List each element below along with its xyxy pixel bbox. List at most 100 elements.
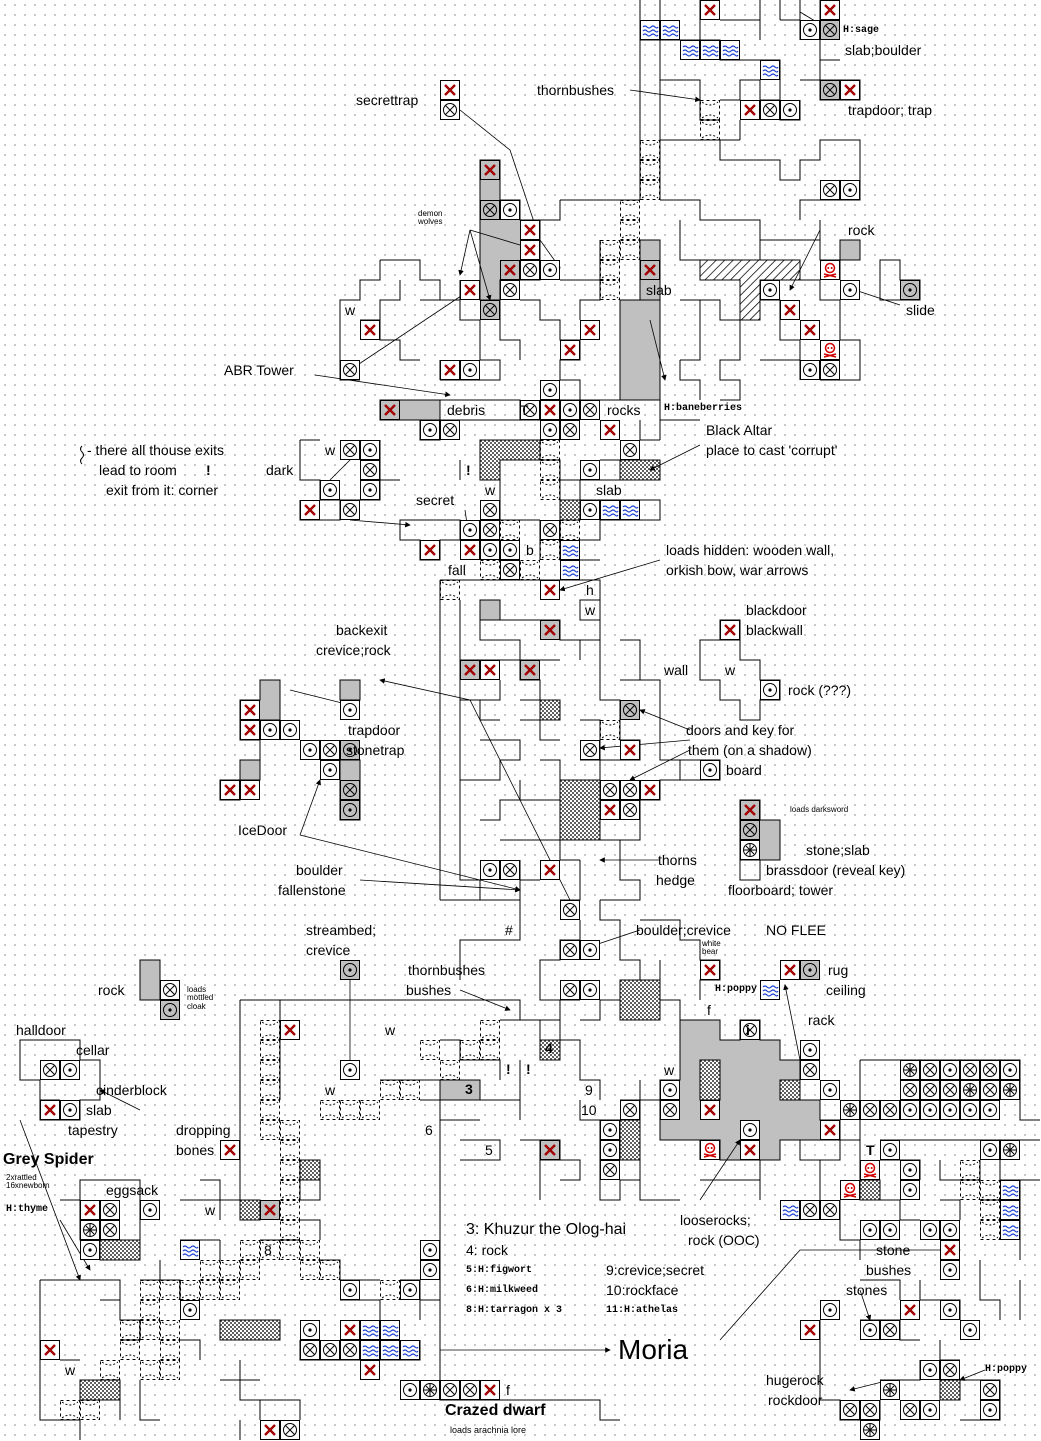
label-rock-top: rock <box>848 222 875 238</box>
label-boulder-crevice: boulder;crevice <box>636 922 731 938</box>
label-w7: w <box>325 1082 336 1098</box>
exclamation-icon: ! ! ! ! <box>206 462 531 1077</box>
label-f-1: f <box>707 1002 711 1018</box>
label-thyme: H:thyme <box>6 1204 49 1215</box>
label-bushes: bushes <box>406 982 452 998</box>
label-sage: H:sage <box>843 25 880 36</box>
label-loads-hidden-2: orkish bow, war arrows <box>666 562 809 578</box>
label-room-8: 8 <box>264 1242 272 1258</box>
label-i-mark: i <box>746 1022 750 1038</box>
label-floorboard: floorboard; tower <box>728 882 834 898</box>
label-thornbushes-mid: thornbushes <box>408 962 486 978</box>
label-ceiling: ceiling <box>826 982 866 998</box>
svg-text:!: ! <box>466 462 471 478</box>
label-room-4: 4 <box>545 1040 553 1056</box>
label-icedoor: IceDoor <box>238 822 288 838</box>
label-stonetrap: stonetrap <box>346 742 405 758</box>
label-grey-spider: Grey Spider <box>3 1151 94 1168</box>
label-w2: w <box>325 442 336 458</box>
legend-item-8: 8:H:tarragon x 3 <box>466 1305 563 1316</box>
label-slab-altar: slab <box>596 482 622 498</box>
label-w1: w <box>345 302 356 318</box>
label-crevice-rock: crevice;rock <box>316 642 391 658</box>
label-w9: w <box>205 1202 216 1218</box>
wave-bracket-icon <box>80 445 84 465</box>
label-crazed-dwarf: Crazed dwarf <box>445 1402 546 1419</box>
map-title: Moria <box>618 1334 689 1365</box>
label-rocks: rocks <box>607 402 641 418</box>
label-bushes-right: bushes <box>866 1262 912 1278</box>
label-arachnia-lore: loads arachnia lore <box>450 1425 527 1435</box>
legend-item-3: 3: Khuzur the Olog-hai <box>466 1221 627 1238</box>
label-no-flee: NO FLEE <box>766 922 826 938</box>
svg-text:!: ! <box>506 1061 511 1077</box>
label-baneberries: H:baneberries <box>664 403 743 414</box>
label-exits-note-2: lead to room <box>99 462 177 478</box>
label-black-altar: Black Altar <box>706 422 773 438</box>
label-slab-mid: slab <box>646 282 672 298</box>
label-doors-key-1: doors and key for <box>686 722 795 738</box>
label-backexit: backexit <box>336 622 388 638</box>
label-slide: slide <box>906 302 935 318</box>
label-secrettrap: secrettrap <box>356 92 419 108</box>
label-b-mark: b <box>526 542 534 558</box>
label-w4: w <box>585 602 596 618</box>
label-doors-key-2: them (on a shadow) <box>688 742 812 758</box>
label-room-6: 6 <box>425 1122 433 1138</box>
label-w3: w <box>485 482 496 498</box>
label-wall: wall <box>664 662 689 678</box>
legend-item-10: 10:rockface <box>606 1282 679 1298</box>
label-dark: dark <box>266 462 294 478</box>
label-loads-darksword: loads darksword <box>790 805 849 814</box>
label-rock-qqq: rock (???) <box>788 682 852 698</box>
label-boulder: boulder <box>296 862 343 878</box>
legend-item-6: 6:H:milkweed <box>466 1285 539 1296</box>
label-w6: w <box>385 1022 396 1038</box>
label-eggsack: eggsack <box>106 1182 159 1198</box>
label-blackwall: blackwall <box>746 622 803 638</box>
label-fall: fall <box>448 562 466 578</box>
label-room-9: 9 <box>585 1082 593 1098</box>
label-hugerock: hugerock <box>766 1372 824 1388</box>
label-stone-slab: stone;slab <box>806 842 870 858</box>
label-spider-note: 2xrattled 16xnewborn <box>6 1173 50 1191</box>
label-poppy-2: H:poppy <box>985 1364 1028 1375</box>
label-f-2: f <box>506 1382 510 1398</box>
label-hash: # <box>505 922 513 938</box>
label-poppy-1: H:poppy <box>715 984 758 995</box>
label-stone: stone <box>876 1242 911 1258</box>
label-room-5: 5 <box>485 1142 493 1158</box>
label-board: board <box>726 762 762 778</box>
label-t-right: T <box>866 1142 875 1158</box>
label-trapdoor: trapdoor <box>348 722 401 738</box>
label-rock-ooc: rock (OOC) <box>688 1232 760 1248</box>
label-rock-left: rock <box>98 982 125 998</box>
label-slab-left: slab <box>86 1102 112 1118</box>
label-w10: w <box>65 1362 76 1378</box>
label-brassdoor: brassdoor (reveal key) <box>766 862 906 878</box>
label-cellar: cellar <box>76 1042 110 1058</box>
label-w5: w <box>725 662 736 678</box>
label-white-bear: white bear <box>702 939 721 957</box>
label-t-mark: T <box>520 402 529 418</box>
svg-text:!: ! <box>206 462 211 478</box>
label-thornbushes-top: thornbushes <box>537 82 615 98</box>
label-debris: debris <box>447 402 486 418</box>
label-stones: stones <box>846 1282 888 1298</box>
label-halldoor: halldoor <box>16 1022 66 1038</box>
label-bones: bones <box>176 1142 215 1158</box>
label-h-mark: h <box>586 582 594 598</box>
label-slab-boulder: slab;boulder <box>845 42 922 58</box>
label-fallenstone: fallenstone <box>278 882 346 898</box>
label-crevice: crevice <box>306 942 351 958</box>
label-thorns: thorns <box>658 852 697 868</box>
label-exits-note-3: exit from it: corner <box>106 482 219 498</box>
label-hedge: hedge <box>656 872 695 888</box>
label-demon-wolves: demon wolves <box>418 209 443 227</box>
label-looserocks: looserocks; <box>680 1212 751 1228</box>
label-abr-tower: ABR Tower <box>224 362 294 378</box>
label-room-3: 3 <box>465 1081 473 1097</box>
label-rug: rug <box>828 962 849 978</box>
label-secret: secret <box>416 492 455 508</box>
